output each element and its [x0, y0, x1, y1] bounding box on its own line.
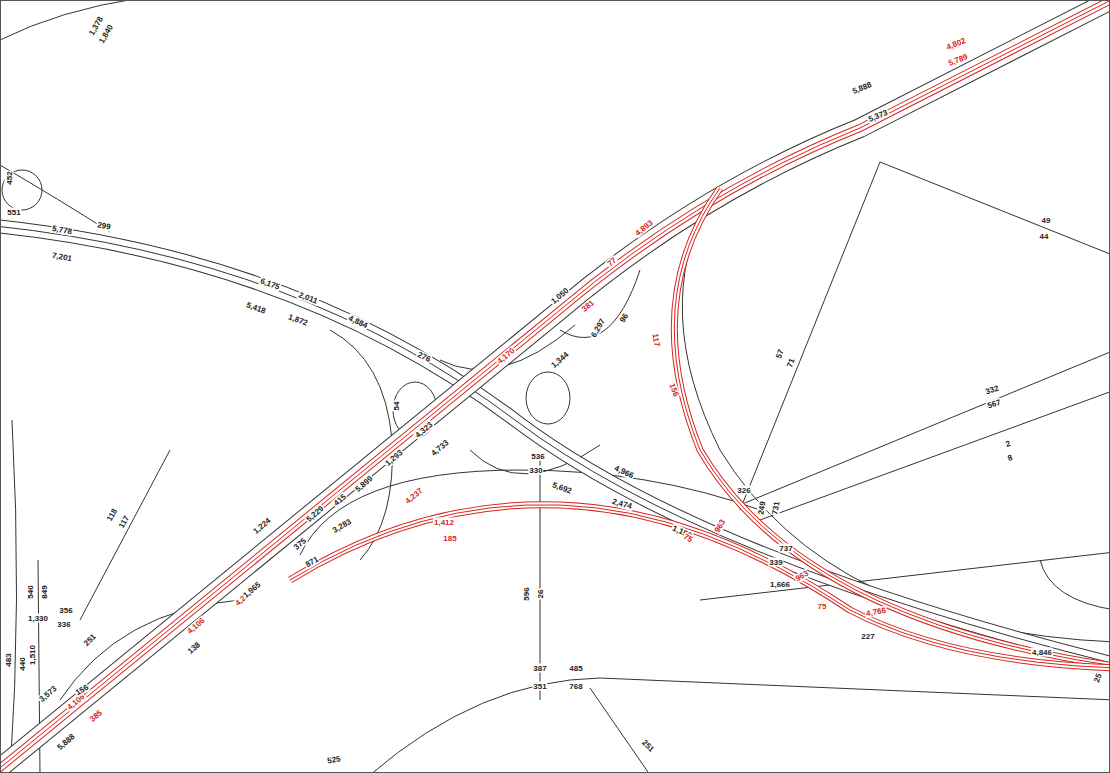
traffic-volume-label: 536 — [530, 452, 545, 461]
traffic-volume-label: 5,888 — [55, 731, 78, 752]
traffic-volume-label: 326 — [736, 486, 751, 495]
traffic-volume-label: 26 — [536, 589, 545, 600]
traffic-volume-label: 849 — [40, 584, 49, 599]
traffic-volume-label: 299 — [96, 220, 113, 232]
traffic-volume-label: 4,237 — [403, 485, 426, 506]
traffic-volume-label: 551 — [6, 208, 21, 217]
traffic-volume-label: 596 — [522, 586, 531, 601]
traffic-volume-label: 387 — [532, 664, 547, 673]
traffic-volume-label: 1,344 — [549, 349, 572, 370]
cross-road — [0, 226, 1110, 664]
traffic-volume-label: 485 — [568, 664, 583, 673]
traffic-volume-label: 5,888 — [850, 80, 874, 97]
traffic-volume-label: 1,412 — [433, 518, 455, 527]
traffic-volume-label: 227 — [860, 632, 875, 641]
traffic-volume-label: 54 — [392, 401, 401, 412]
traffic-volume-label: 3,573 — [37, 683, 60, 704]
traffic-volume-label: 4,802 — [944, 36, 968, 53]
traffic-volume-label: 737 — [778, 544, 793, 553]
traffic-volume-label: 118 — [104, 506, 119, 523]
traffic-volume-label: 251 — [639, 737, 656, 754]
traffic-volume-label: 1,224 — [251, 515, 274, 536]
traffic-volume-label: 440 — [18, 656, 27, 671]
traffic-volume-label: 1,872 — [286, 312, 310, 328]
traffic-volume-label: 71 — [785, 356, 797, 369]
traffic-volume-label: 6,297 — [589, 316, 608, 340]
traffic-volume-label: 1,510 — [28, 644, 37, 666]
traffic-volume-label: 75 — [817, 602, 828, 611]
traffic-volume-label: 330 — [528, 466, 543, 475]
traffic-volume-label: 4,733 — [429, 437, 452, 458]
traffic-volume-label: 5,418 — [244, 300, 268, 316]
traffic-volume-label: 44 — [1039, 232, 1050, 241]
traffic-volume-label: 49 — [1041, 216, 1052, 225]
traffic-volume-label: 4,846 — [1031, 648, 1053, 657]
traffic-volume-label: 3,283 — [330, 517, 354, 536]
traffic-volume-label: 452 — [5, 170, 14, 185]
red-ramps — [290, 188, 1110, 668]
traffic-volume-label: 57 — [774, 347, 786, 360]
traffic-volume-label: 251 — [81, 631, 98, 648]
traffic-volume-label: 138 — [185, 640, 203, 657]
traffic-volume-label: 385 — [87, 708, 105, 725]
traffic-volume-label: 525 — [326, 754, 343, 766]
traffic-volume-label: 1,330 — [27, 614, 49, 623]
traffic-volume-label: 332 — [983, 383, 1000, 396]
traffic-volume-label: 483 — [4, 652, 13, 667]
traffic-volume-label: 249 — [756, 500, 768, 517]
traffic-volume-label: 1,965 — [241, 579, 264, 600]
traffic-volume-label: 8 — [1006, 453, 1015, 464]
traffic-volume-label: 96 — [617, 311, 630, 325]
traffic-volume-label: 540 — [26, 584, 35, 599]
traffic-volume-label: 1,666 — [769, 580, 791, 589]
traffic-volume-label: 731 — [770, 500, 782, 517]
traffic-volume-label: 117 — [116, 513, 131, 530]
traffic-volume-label: 567 — [985, 397, 1002, 410]
traffic-volume-label: 339 — [768, 558, 783, 567]
traffic-volume-label: 356 — [58, 606, 73, 615]
traffic-volume-label: 351 — [532, 682, 547, 691]
traffic-volume-label: 117 — [650, 332, 661, 348]
traffic-volume-label: 5,692 — [550, 480, 574, 496]
traffic-volume-label: 4,766 — [864, 606, 887, 619]
traffic-volume-label: 336 — [56, 620, 71, 629]
traffic-volume-label: 768 — [568, 682, 583, 691]
traffic-volume-label: 25 — [1092, 671, 1104, 684]
traffic-volume-label: 7,201 — [50, 251, 73, 264]
traffic-volume-label: 2 — [1004, 439, 1013, 450]
traffic-volume-label: 185 — [442, 534, 457, 543]
